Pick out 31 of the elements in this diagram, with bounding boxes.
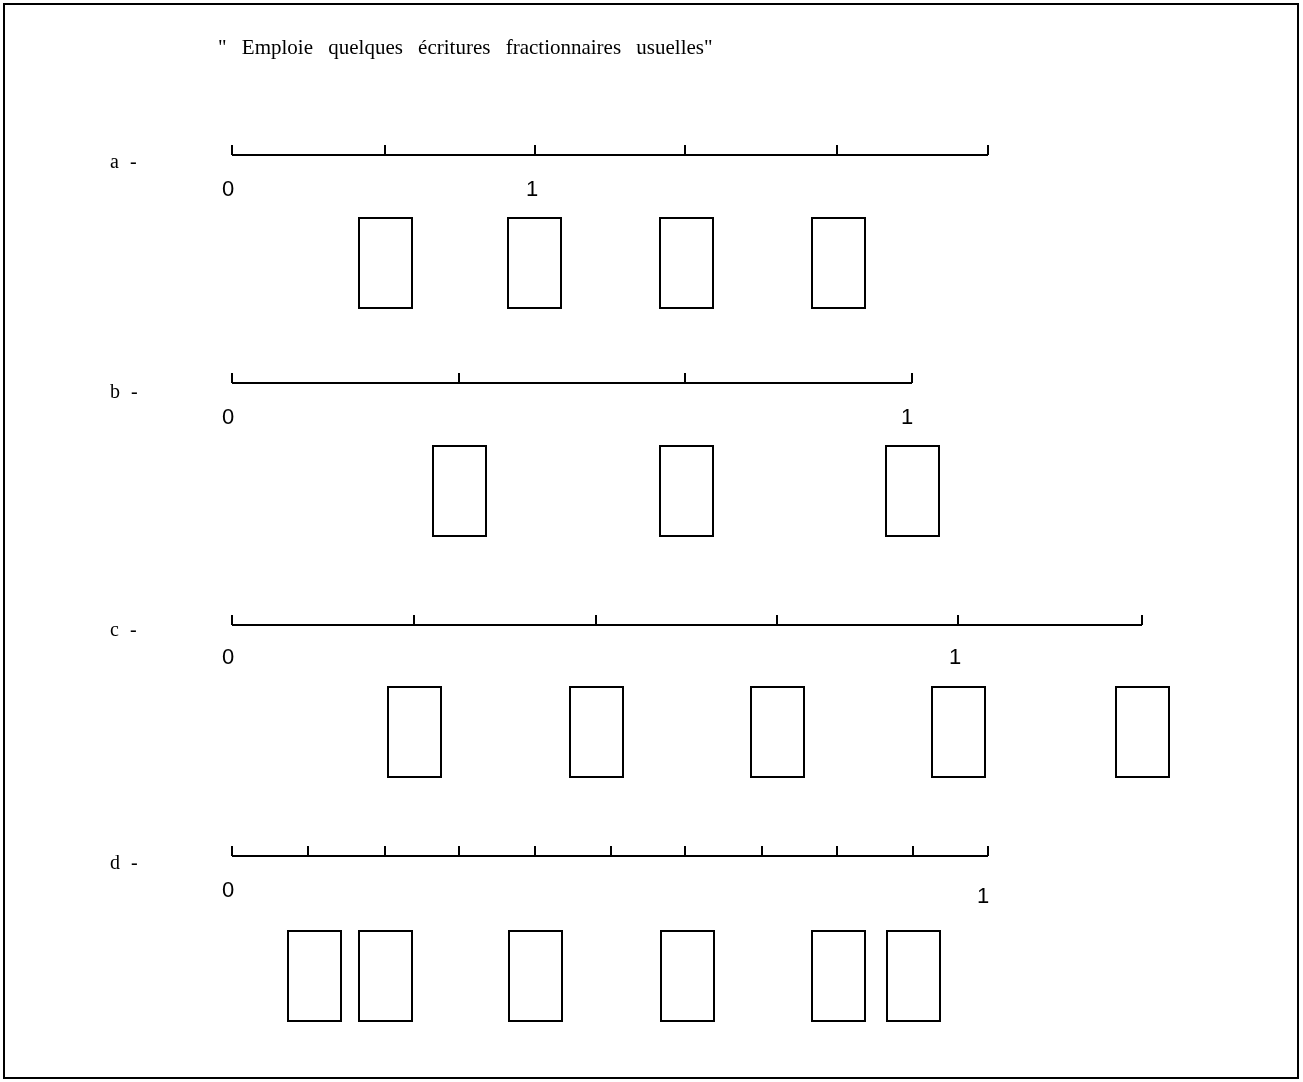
answer-box (432, 445, 487, 537)
tick-label: 0 (222, 643, 235, 671)
answer-box (660, 930, 715, 1022)
tick-label: 0 (222, 876, 235, 904)
answer-box (750, 686, 805, 778)
answer-box (1115, 686, 1170, 778)
answer-box (387, 686, 442, 778)
answer-box (287, 930, 342, 1022)
tick-label: 0 (222, 175, 235, 203)
answer-box (508, 930, 563, 1022)
answer-box (659, 445, 714, 537)
row-letter: c - (110, 617, 137, 642)
tick-label: 1 (526, 175, 539, 203)
row-letter: b - (110, 379, 138, 404)
tick-label: 1 (949, 643, 962, 671)
tick-label: 1 (977, 882, 990, 910)
row-letter: a - (110, 149, 137, 174)
title: " Emploie quelques écritures fractionnaires usuelles" (218, 34, 713, 61)
answer-box (569, 686, 624, 778)
answer-box (358, 930, 413, 1022)
answer-box (886, 930, 941, 1022)
answer-box (507, 217, 562, 309)
answer-box (811, 217, 866, 309)
answer-box (811, 930, 866, 1022)
answer-box (931, 686, 986, 778)
tick-label: 1 (901, 403, 914, 431)
row-letter: d - (110, 850, 138, 875)
answer-box (358, 217, 413, 309)
tick-label: 0 (222, 403, 235, 431)
answer-box (659, 217, 714, 309)
answer-box (885, 445, 940, 537)
